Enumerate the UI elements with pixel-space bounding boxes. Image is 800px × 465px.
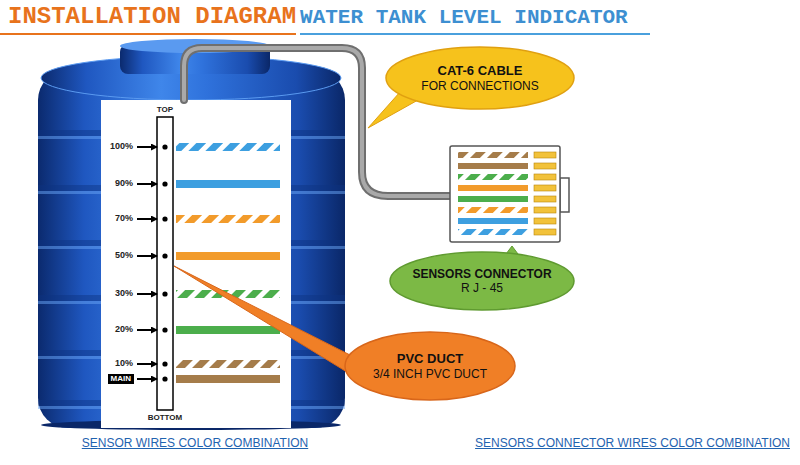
connector-wire bbox=[458, 196, 528, 202]
wire-sample bbox=[176, 326, 280, 334]
level-label: 50% bbox=[115, 251, 133, 261]
connector-wire bbox=[458, 152, 528, 158]
main-tag: MAIN bbox=[108, 374, 134, 385]
wire-sample bbox=[176, 252, 280, 260]
level-arrow bbox=[137, 329, 157, 331]
sensor-dot bbox=[162, 361, 167, 366]
sensor-dot bbox=[162, 291, 167, 296]
level-label: 100% bbox=[110, 142, 133, 152]
sensor-dot bbox=[162, 253, 167, 258]
wire-sample bbox=[176, 143, 280, 151]
callout-bubble: CAT-6 CABLEFOR CONNECTIONS bbox=[385, 46, 575, 110]
text-group: PVC DUCT3/4 INCH PVC DUCT bbox=[373, 351, 487, 381]
connector-pin bbox=[534, 229, 556, 235]
callout-ellipse bbox=[390, 252, 574, 310]
rj45-body bbox=[450, 146, 560, 242]
level-label: MAIN bbox=[111, 375, 131, 384]
text-group: SENSORS CONNECTORR J - 45 bbox=[412, 267, 551, 296]
callout-title: CAT-6 CABLE bbox=[421, 63, 538, 79]
tank-body bbox=[38, 70, 345, 428]
connector-wire bbox=[458, 185, 528, 191]
wire-sample bbox=[176, 215, 280, 223]
wire-sample bbox=[176, 180, 280, 188]
connector-wire bbox=[458, 207, 528, 213]
section-caption: SENSOR WIRES COLOR COMBINATION bbox=[82, 436, 308, 450]
pvc-duct bbox=[157, 117, 173, 410]
sensor-dot bbox=[162, 181, 167, 186]
level-arrow bbox=[137, 293, 157, 295]
wire-sample bbox=[176, 360, 280, 368]
connector-wire bbox=[458, 174, 528, 180]
text-group: CAT-6 CABLEFOR CONNECTIONS bbox=[421, 63, 538, 93]
connector-wire bbox=[458, 163, 528, 169]
level-arrow bbox=[137, 146, 157, 148]
connector-wire bbox=[458, 218, 528, 224]
sensor-dot bbox=[162, 376, 167, 381]
connector-pin bbox=[534, 185, 556, 191]
connector-pin bbox=[534, 196, 556, 202]
sensor-dot bbox=[162, 327, 167, 332]
callout-tail bbox=[174, 266, 360, 380]
duct-end-label: BOTTOM bbox=[148, 414, 183, 423]
level-arrow bbox=[137, 363, 157, 365]
level-label: 20% bbox=[115, 325, 133, 335]
rj45-tab bbox=[560, 178, 569, 212]
level-arrow bbox=[137, 255, 157, 257]
callout-note: FOR CONNECTIONS bbox=[421, 79, 538, 93]
level-label: 30% bbox=[115, 289, 133, 299]
connector-wire bbox=[458, 229, 528, 235]
connector-pin bbox=[534, 163, 556, 169]
level-arrow bbox=[137, 183, 157, 185]
callout-title: SENSORS CONNECTOR bbox=[412, 267, 551, 281]
callout-ellipse bbox=[345, 332, 515, 400]
sensor-dot bbox=[162, 144, 167, 149]
diagram-panel bbox=[101, 100, 291, 428]
level-arrow bbox=[137, 218, 157, 220]
wire-sample bbox=[176, 375, 280, 383]
connector-pin bbox=[534, 207, 556, 213]
callout-title: PVC DUCT bbox=[373, 351, 487, 367]
section-caption: SENSORS CONNECTOR WIRES COLOR COMBINATIO… bbox=[475, 436, 790, 450]
level-arrow bbox=[137, 378, 157, 380]
callout-bubble: PVC DUCT3/4 INCH PVC DUCT bbox=[344, 331, 516, 401]
connector-pin bbox=[534, 174, 556, 180]
level-label: 70% bbox=[115, 214, 133, 224]
callout-ellipse bbox=[386, 47, 574, 109]
connector-pin bbox=[534, 152, 556, 158]
callout-note: R J - 45 bbox=[412, 281, 551, 295]
sensor-dot bbox=[162, 216, 167, 221]
callout-bubble: SENSORS CONNECTORR J - 45 bbox=[389, 251, 575, 311]
duct-end-label: TOP bbox=[157, 106, 173, 115]
diagram-subtitle: WATER TANK LEVEL INDICATOR bbox=[300, 6, 650, 34]
diagram-title: INSTALLATION DIAGRAM bbox=[0, 3, 296, 35]
callout-note: 3/4 INCH PVC DUCT bbox=[373, 367, 487, 381]
text-group: MAIN bbox=[111, 375, 131, 384]
connector-pin bbox=[534, 218, 556, 224]
level-label: 90% bbox=[115, 179, 133, 189]
level-label: 10% bbox=[115, 359, 133, 369]
